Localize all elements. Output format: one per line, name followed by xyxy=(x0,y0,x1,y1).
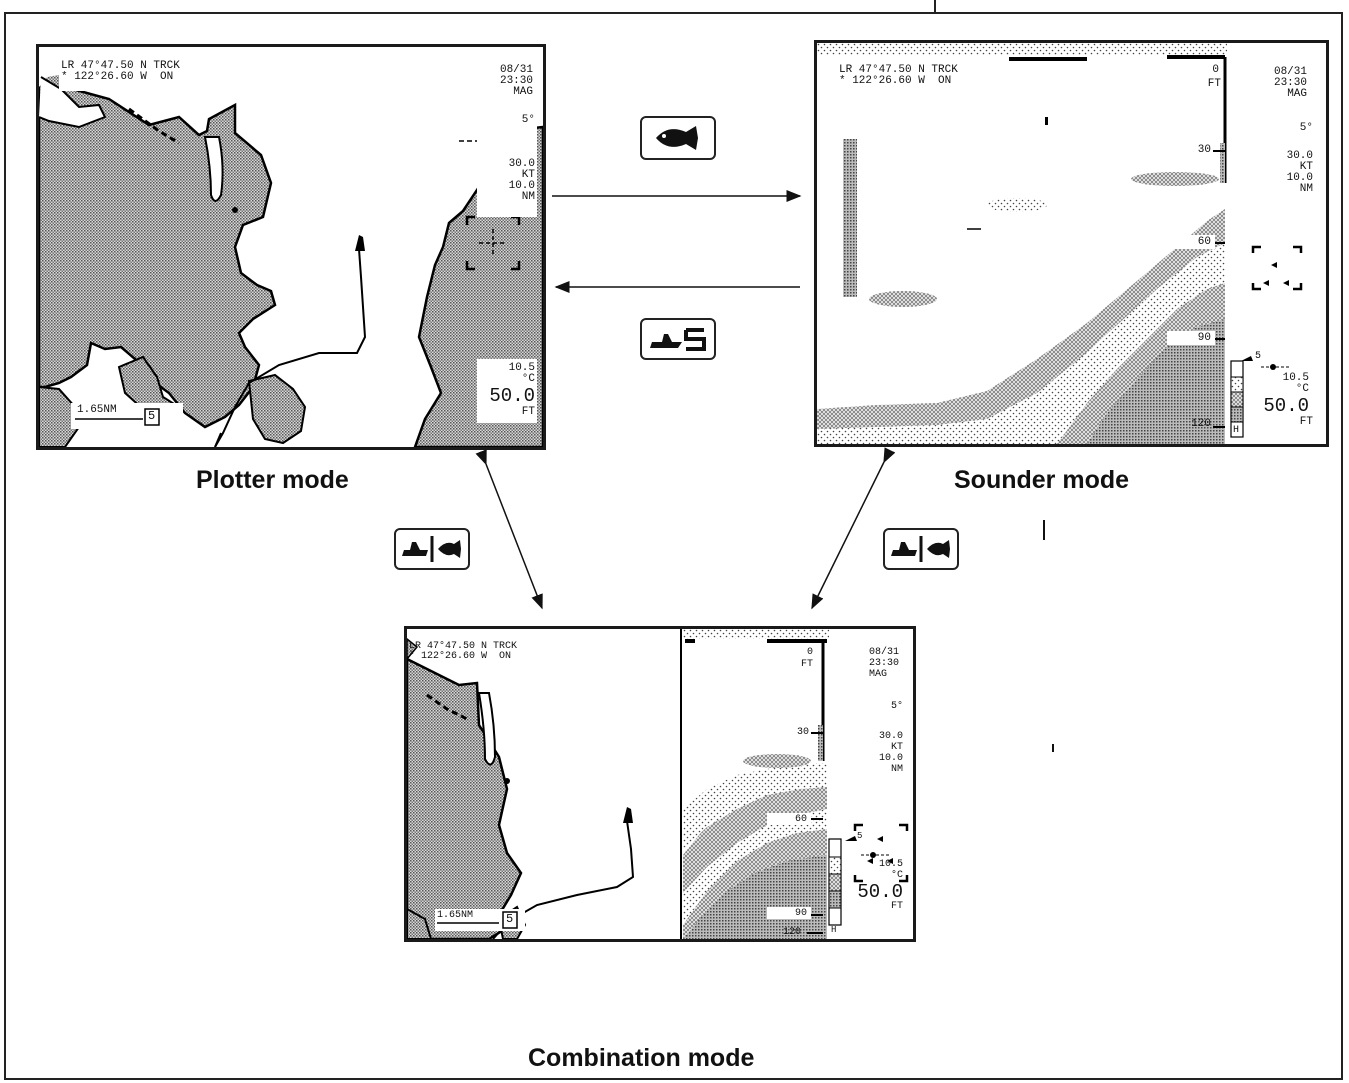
combination-mode-caption: Combination mode xyxy=(528,1044,754,1073)
sounder-mode-caption: Sounder mode xyxy=(954,466,1129,495)
arrow-plotter-combo xyxy=(486,464,542,608)
arrow-sounder-combo xyxy=(812,462,884,608)
boat-fish-split-key-icon[interactable] xyxy=(394,528,470,570)
fish-key-icon[interactable] xyxy=(640,116,716,160)
boat-fish-split-key-icon[interactable] xyxy=(883,528,959,570)
boat-s-key-icon[interactable] xyxy=(640,318,716,360)
plotter-mode-caption: Plotter mode xyxy=(196,466,349,495)
